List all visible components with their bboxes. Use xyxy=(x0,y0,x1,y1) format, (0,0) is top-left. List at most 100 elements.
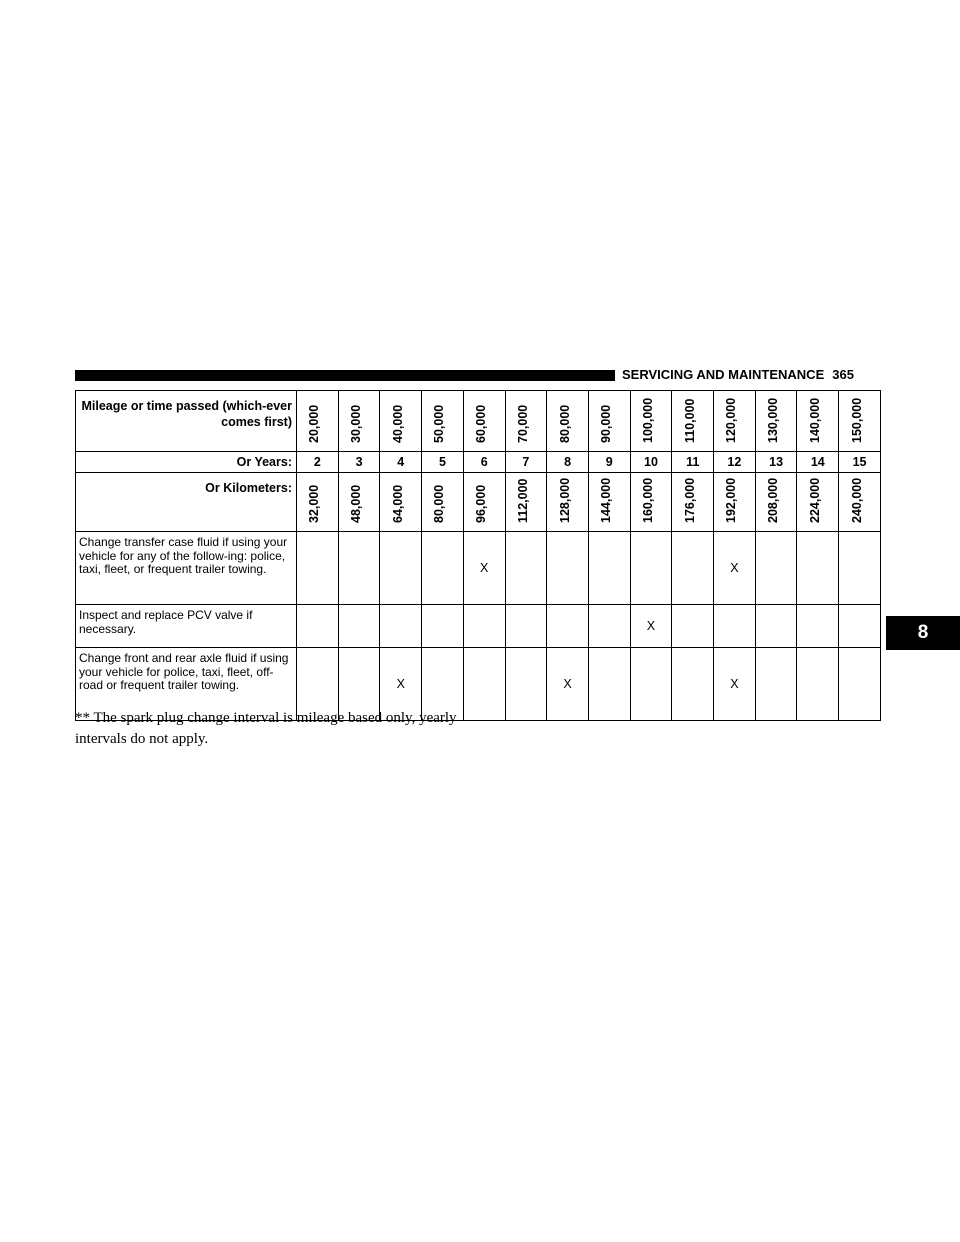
schedule-mark xyxy=(796,531,840,605)
header-rule xyxy=(75,370,615,381)
mileage-cell: 120,000 xyxy=(713,390,756,452)
schedule-mark xyxy=(838,531,881,605)
schedule-mark xyxy=(754,647,798,721)
mileage-value: 30,000 xyxy=(349,404,364,443)
mileage-value: 40,000 xyxy=(390,404,405,443)
year-value: 14 xyxy=(796,451,840,473)
kilometer-cell: 96,000 xyxy=(462,472,506,532)
year-value: 15 xyxy=(838,451,881,473)
kilometer-cell: 240,000 xyxy=(838,472,881,532)
kilometer-value: 80,000 xyxy=(432,484,447,523)
mileage-value: 90,000 xyxy=(599,404,614,443)
mileage-value: 100,000 xyxy=(640,397,655,443)
schedule-mark xyxy=(421,604,464,648)
year-value: 8 xyxy=(546,451,589,473)
schedule-mark xyxy=(754,531,798,605)
kilometer-value: 240,000 xyxy=(849,477,864,523)
mileage-value: 80,000 xyxy=(557,404,572,443)
mileage-row: Mileage or time passed (which-ever comes… xyxy=(75,390,881,452)
mileage-cell: 20,000 xyxy=(296,390,339,452)
mileage-cell: 50,000 xyxy=(421,390,464,452)
mileage-value: 150,000 xyxy=(849,397,864,443)
footnote: ** The spark plug change interval is mil… xyxy=(75,710,457,747)
mileage-cell: 80,000 xyxy=(546,390,589,452)
kilometer-cell: 208,000 xyxy=(754,472,798,532)
page-number: 365 xyxy=(832,367,854,382)
kilometer-cell: 80,000 xyxy=(421,472,464,532)
schedule-mark: X xyxy=(462,531,506,605)
schedule-mark xyxy=(504,604,548,648)
kilometers-row: Or Kilometers: 32,000 48,000 64,000 80,000 9… xyxy=(75,472,881,532)
kilometer-value: 96,000 xyxy=(474,484,489,523)
kilometer-cell: 160,000 xyxy=(629,472,673,532)
schedule-mark xyxy=(671,604,715,648)
task-row: Inspect and replace PCV valve if necessa… xyxy=(75,604,881,648)
schedule-mark: X xyxy=(546,647,589,721)
mileage-value: 70,000 xyxy=(515,404,530,443)
schedule-mark xyxy=(462,647,506,721)
section-title: SERVICING AND MAINTENANCE xyxy=(622,367,825,382)
mileage-cell: 100,000 xyxy=(629,390,673,452)
mileage-cell: 150,000 xyxy=(838,390,881,452)
mileage-cell: 110,000 xyxy=(671,390,715,452)
schedule-mark xyxy=(296,647,339,721)
mileage-cell: 90,000 xyxy=(587,390,631,452)
kilometer-cell: 32,000 xyxy=(296,472,339,532)
kilometer-cell: 192,000 xyxy=(713,472,756,532)
kilometer-cell: 144,000 xyxy=(587,472,631,532)
kilometer-value: 32,000 xyxy=(307,484,322,523)
kilometer-cell: 48,000 xyxy=(337,472,381,532)
year-value: 3 xyxy=(337,451,381,473)
schedule-mark xyxy=(421,531,464,605)
kilometer-value: 224,000 xyxy=(807,477,822,523)
kilometers-label: Or Kilometers: xyxy=(75,472,297,532)
kilometer-cell: 112,000 xyxy=(504,472,548,532)
mileage-cell: 30,000 xyxy=(337,390,381,452)
year-value: 6 xyxy=(462,451,506,473)
schedule-mark xyxy=(379,531,423,605)
schedule-mark xyxy=(462,604,506,648)
schedule-mark xyxy=(587,647,631,721)
schedule-mark: X xyxy=(629,604,673,648)
schedule-mark xyxy=(587,604,631,648)
schedule-mark xyxy=(671,531,715,605)
year-value: 5 xyxy=(421,451,464,473)
mileage-cell: 130,000 xyxy=(754,390,798,452)
mileage-cell: 60,000 xyxy=(462,390,506,452)
kilometer-cell: 224,000 xyxy=(796,472,840,532)
schedule-mark xyxy=(587,531,631,605)
years-label: Or Years: xyxy=(75,451,297,473)
schedule-mark xyxy=(379,604,423,648)
kilometer-cell: 176,000 xyxy=(671,472,715,532)
mileage-cell: 140,000 xyxy=(796,390,840,452)
year-value: 9 xyxy=(587,451,631,473)
mileage-value: 110,000 xyxy=(682,398,697,444)
schedule-mark xyxy=(796,647,840,721)
schedule-mark: X xyxy=(713,531,756,605)
schedule-mark xyxy=(546,531,589,605)
schedule-mark xyxy=(296,604,339,648)
schedule-mark xyxy=(296,531,339,605)
mileage-value: 60,000 xyxy=(474,404,489,443)
year-value: 11 xyxy=(671,451,715,473)
schedule-mark xyxy=(629,647,673,721)
schedule-mark xyxy=(838,604,881,648)
kilometer-value: 128,000 xyxy=(557,477,572,523)
schedule-mark xyxy=(421,647,464,721)
kilometer-value: 112,000 xyxy=(515,478,530,524)
task-row: Change front and rear axle fluid if usin… xyxy=(75,647,881,721)
kilometer-cell: 64,000 xyxy=(379,472,423,532)
task-description: Change front and rear axle fluid if usin… xyxy=(75,647,297,721)
kilometer-value: 48,000 xyxy=(349,484,364,523)
schedule-mark xyxy=(546,604,589,648)
running-header: SERVICING AND MAINTENANCE 365 xyxy=(622,366,892,384)
mileage-value: 20,000 xyxy=(307,404,322,443)
schedule-mark xyxy=(504,647,548,721)
schedule-mark: X xyxy=(379,647,423,721)
mileage-value: 130,000 xyxy=(766,397,781,443)
chapter-tab: 8 xyxy=(886,616,960,650)
kilometer-value: 160,000 xyxy=(640,477,655,523)
schedule-mark xyxy=(713,604,756,648)
schedule-mark: X xyxy=(713,647,756,721)
